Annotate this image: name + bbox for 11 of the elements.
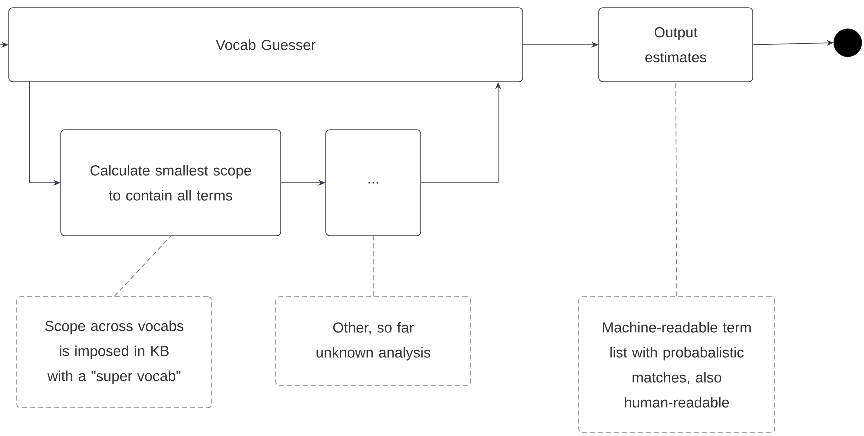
- leader-line: [676, 82, 678, 297]
- note-box: Other, so far unknown analysis: [276, 296, 472, 386]
- note-box: Machine-readable term list with probabalistic matches, also human-readable: [578, 296, 776, 434]
- process-box: Calculate smallest scope to contain all terms: [60, 130, 282, 236]
- leader-line: [114, 236, 172, 297]
- end-dot: [834, 28, 862, 58]
- leader-line: [373, 236, 374, 297]
- process-box: ...: [326, 130, 422, 236]
- process-box: Output estimates: [598, 8, 754, 82]
- note-box: Scope across vocabs is imposed in KB with a "super vocab": [16, 296, 212, 408]
- process-box: Vocab Guesser: [8, 8, 524, 82]
